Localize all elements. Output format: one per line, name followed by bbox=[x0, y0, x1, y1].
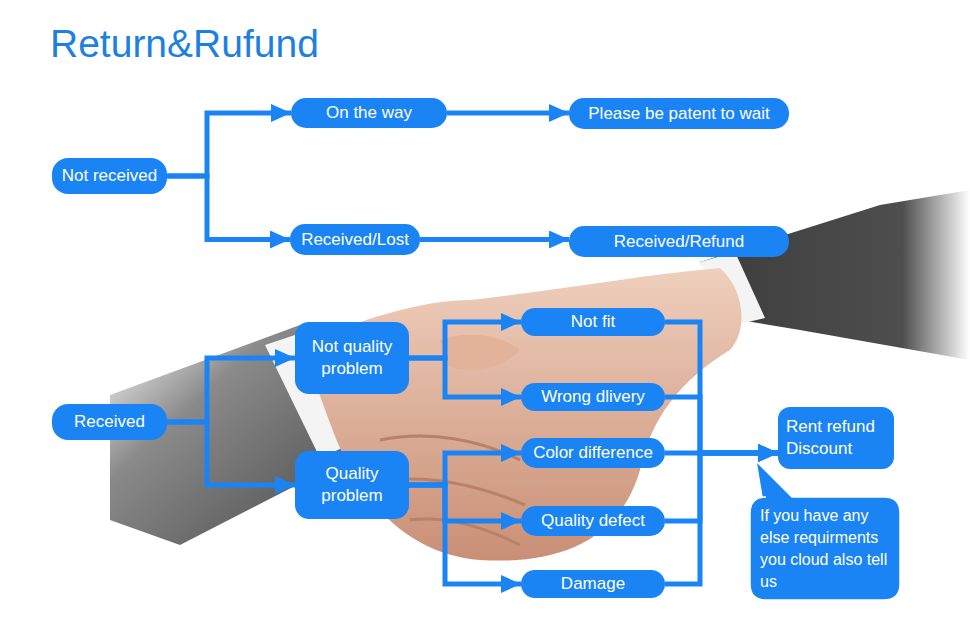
node-text: Color difference bbox=[533, 442, 653, 464]
node-text: Wrong dlivery bbox=[541, 386, 645, 408]
arrow-connector bbox=[665, 322, 778, 453]
process-box: Received/Lost bbox=[290, 224, 420, 255]
process-box: Quality problem bbox=[295, 451, 409, 519]
arrow-connector bbox=[167, 358, 295, 422]
arrow-connector bbox=[167, 422, 295, 485]
node-text: Damage bbox=[561, 573, 625, 595]
arrow-connector bbox=[447, 111, 569, 116]
speech-bubble: If you have any else requirments you clo… bbox=[750, 497, 900, 600]
process-box: Color difference bbox=[521, 438, 665, 468]
arrow-connector bbox=[665, 397, 778, 453]
process-box: Wrong dlivery bbox=[521, 383, 665, 411]
node-text: On the way bbox=[326, 102, 412, 124]
node-text: Received/Refund bbox=[614, 231, 744, 253]
arrow-connector bbox=[409, 358, 521, 397]
arrow-connector bbox=[409, 322, 521, 358]
node-text: Not fit bbox=[571, 311, 615, 333]
process-box: On the way bbox=[291, 98, 447, 128]
process-box: Received bbox=[52, 404, 167, 440]
arrow-connector bbox=[409, 485, 521, 584]
process-box: Quality defect bbox=[521, 506, 665, 536]
process-box: Damage bbox=[521, 570, 665, 598]
arrow-connector bbox=[409, 485, 521, 521]
process-box: Not fit bbox=[521, 308, 665, 336]
node-text: Received bbox=[74, 411, 145, 433]
arrow-connector bbox=[409, 453, 521, 485]
node-text: Not quality problem bbox=[303, 336, 401, 380]
thumb bbox=[440, 335, 520, 370]
arrow-connector bbox=[167, 176, 290, 240]
arrow-connector bbox=[420, 237, 569, 242]
node-text: Please be patent to wait bbox=[588, 103, 769, 125]
process-box: Not quality problem bbox=[295, 322, 409, 394]
title: Return&Rufund bbox=[50, 22, 319, 66]
process-box: Not received bbox=[52, 158, 167, 194]
process-box: Received/Refund bbox=[569, 226, 789, 257]
node-text: Not received bbox=[62, 165, 157, 187]
node-text: Received/Lost bbox=[301, 229, 409, 251]
bubble-shape bbox=[750, 461, 900, 600]
node-text: Rent refund Discount bbox=[786, 416, 886, 460]
node-text: If you have any else requirments you clo… bbox=[760, 505, 890, 593]
right-sleeve bbox=[700, 190, 970, 360]
arrow-connector bbox=[167, 113, 291, 176]
process-box: Please be patent to wait bbox=[569, 98, 789, 129]
node-text: Quality defect bbox=[541, 510, 645, 532]
process-box: Rent refund Discount bbox=[778, 407, 894, 469]
node-text: Quality problem bbox=[303, 463, 401, 507]
